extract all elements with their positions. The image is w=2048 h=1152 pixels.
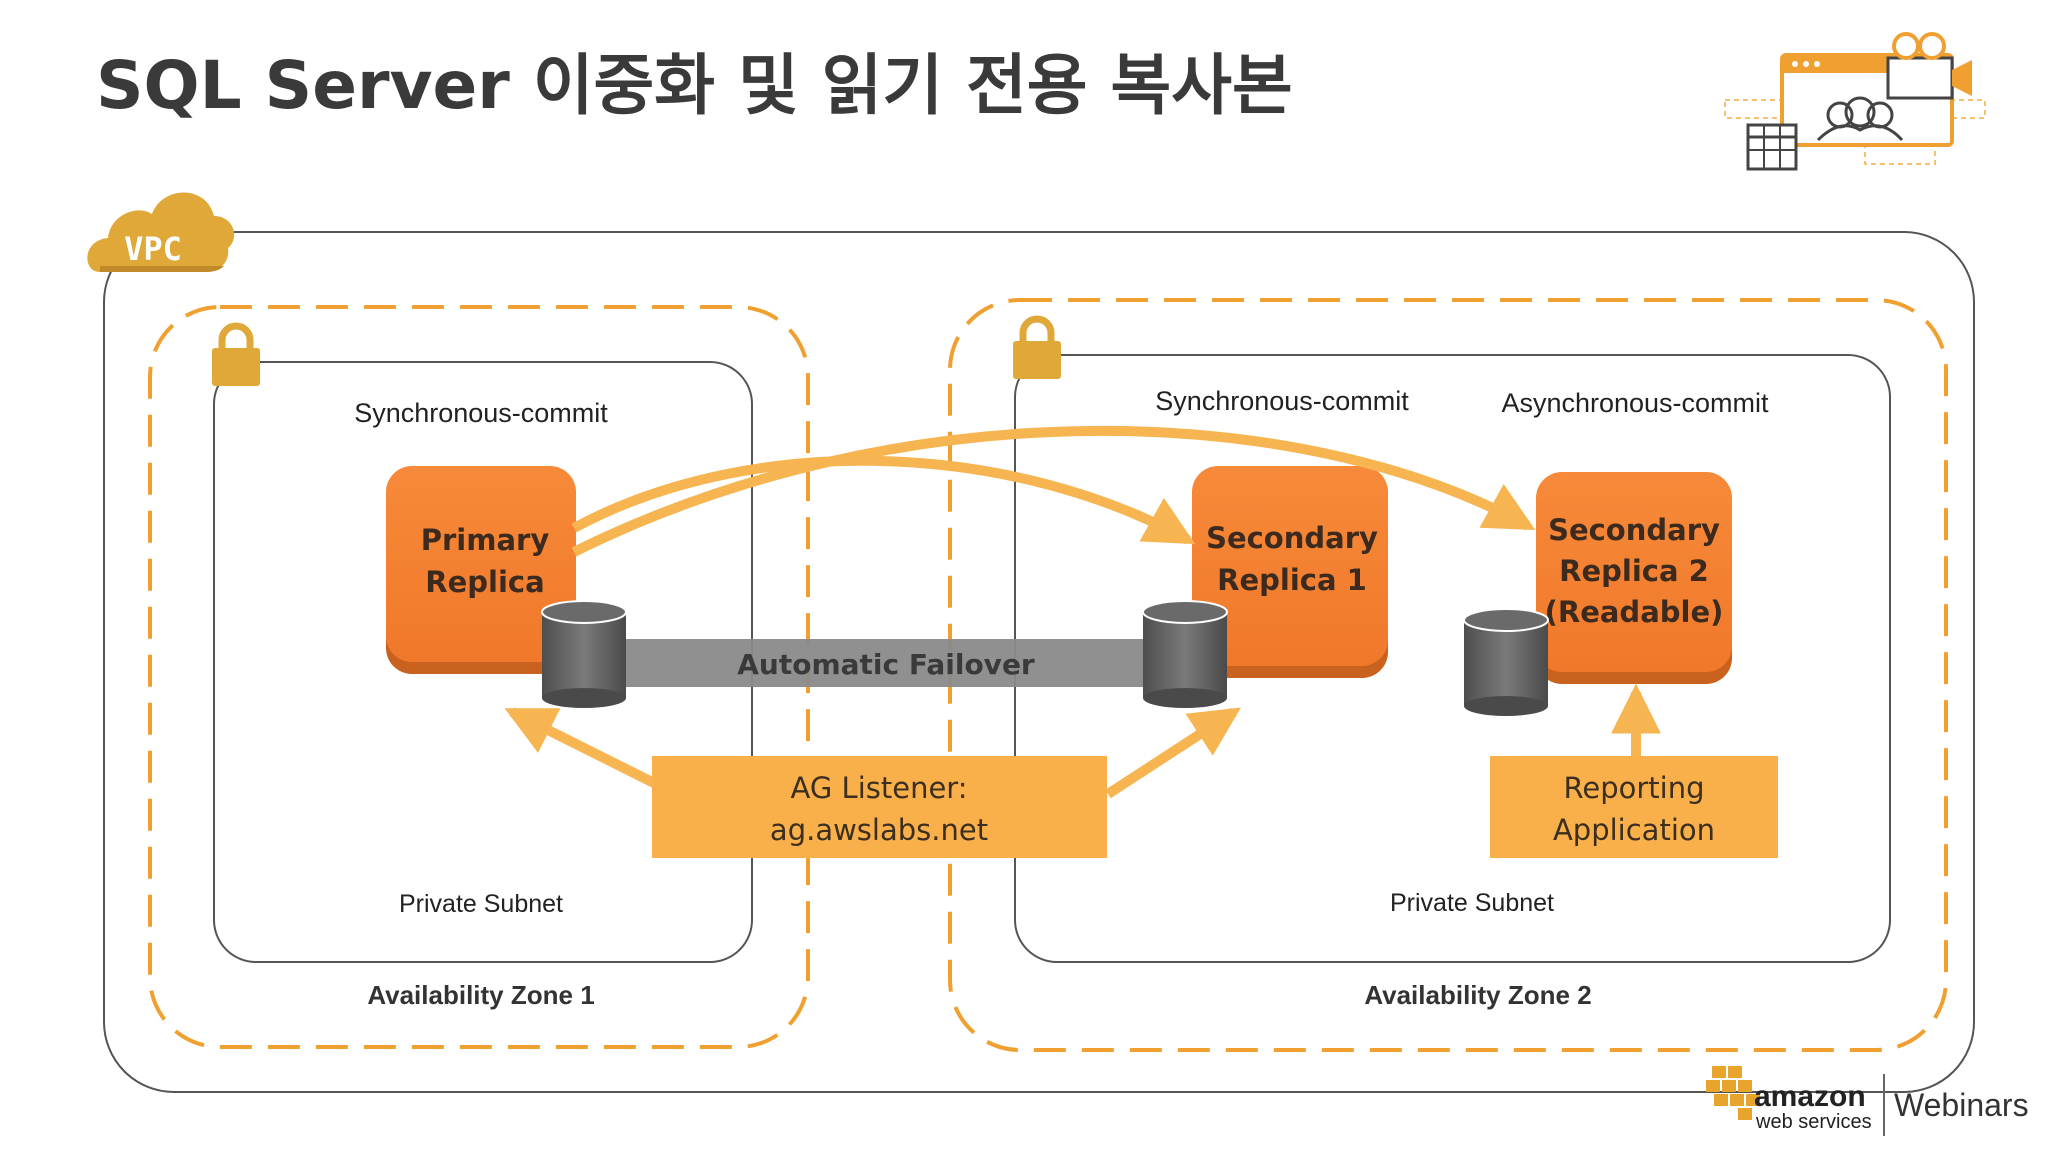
- cloud-icon: VPC: [87, 192, 235, 272]
- ag-listener-box: AG Listener: ag.awslabs.net: [652, 756, 1107, 858]
- reporting-application-box: Reporting Application: [1490, 756, 1778, 858]
- secondary-replica-2-line3: (Readable): [1545, 595, 1724, 629]
- reporting-line2: Application: [1553, 813, 1715, 847]
- primary-replica: Primary Replica: [386, 466, 576, 674]
- zone-label-1: Availability Zone 1: [367, 980, 594, 1010]
- page-title: SQL Server 이중화 및 읽기 전용 복사본: [96, 47, 1293, 124]
- secondary-replica-2: Secondary Replica 2 (Readable): [1536, 472, 1732, 684]
- vpc-label: VPC: [124, 230, 182, 268]
- subnet-label-zone2: Private Subnet: [1390, 889, 1554, 917]
- subnet-label-zone1: Private Subnet: [399, 890, 563, 918]
- automatic-failover-bar: [595, 639, 1175, 687]
- lock-icon: [1013, 315, 1061, 379]
- secondary-replica-1: Secondary Replica 1: [1192, 466, 1388, 678]
- aws-logo-icon: [1706, 1066, 1760, 1120]
- commit-label-zone1: Synchronous-commit: [354, 398, 608, 428]
- vpc-boundary: [103, 231, 1975, 1093]
- database-icon: [1463, 608, 1549, 716]
- ag-listener-line1: AG Listener:: [791, 771, 968, 805]
- async-replication-arrow: [571, 425, 1536, 557]
- listener-to-secondary-arrow: [1105, 707, 1241, 799]
- primary-replica-line2: Replica: [425, 565, 544, 599]
- secondary-replica-2-line1: Secondary: [1548, 513, 1720, 547]
- secondary-replica-2-line2: Replica 2: [1559, 554, 1709, 588]
- brand-line2: web services: [1755, 1111, 1872, 1133]
- lock-icon: [212, 322, 260, 386]
- database-icon: [1142, 600, 1228, 708]
- secondary-replica-1-line1: Secondary: [1206, 521, 1378, 555]
- commit-label-zone2-async: Asynchronous-commit: [1501, 388, 1769, 418]
- sync-replication-arrow: [571, 455, 1196, 545]
- automatic-failover-label: Automatic Failover: [737, 648, 1035, 681]
- database-icon: [541, 600, 627, 708]
- secondary-replica-1-line2: Replica 1: [1217, 563, 1367, 597]
- zone-label-2: Availability Zone 2: [1364, 980, 1591, 1010]
- listener-to-primary-arrow: [504, 707, 659, 789]
- product-label: Webinars: [1894, 1087, 2029, 1123]
- primary-replica-line1: Primary: [421, 523, 550, 557]
- brand-line1: amazon: [1754, 1080, 1866, 1113]
- ag-listener-line2: ag.awslabs.net: [770, 813, 988, 847]
- webinar-illustration-icon: [1724, 32, 1986, 171]
- reporting-line1: Reporting: [1564, 771, 1705, 805]
- commit-label-zone2-sync: Synchronous-commit: [1155, 386, 1409, 416]
